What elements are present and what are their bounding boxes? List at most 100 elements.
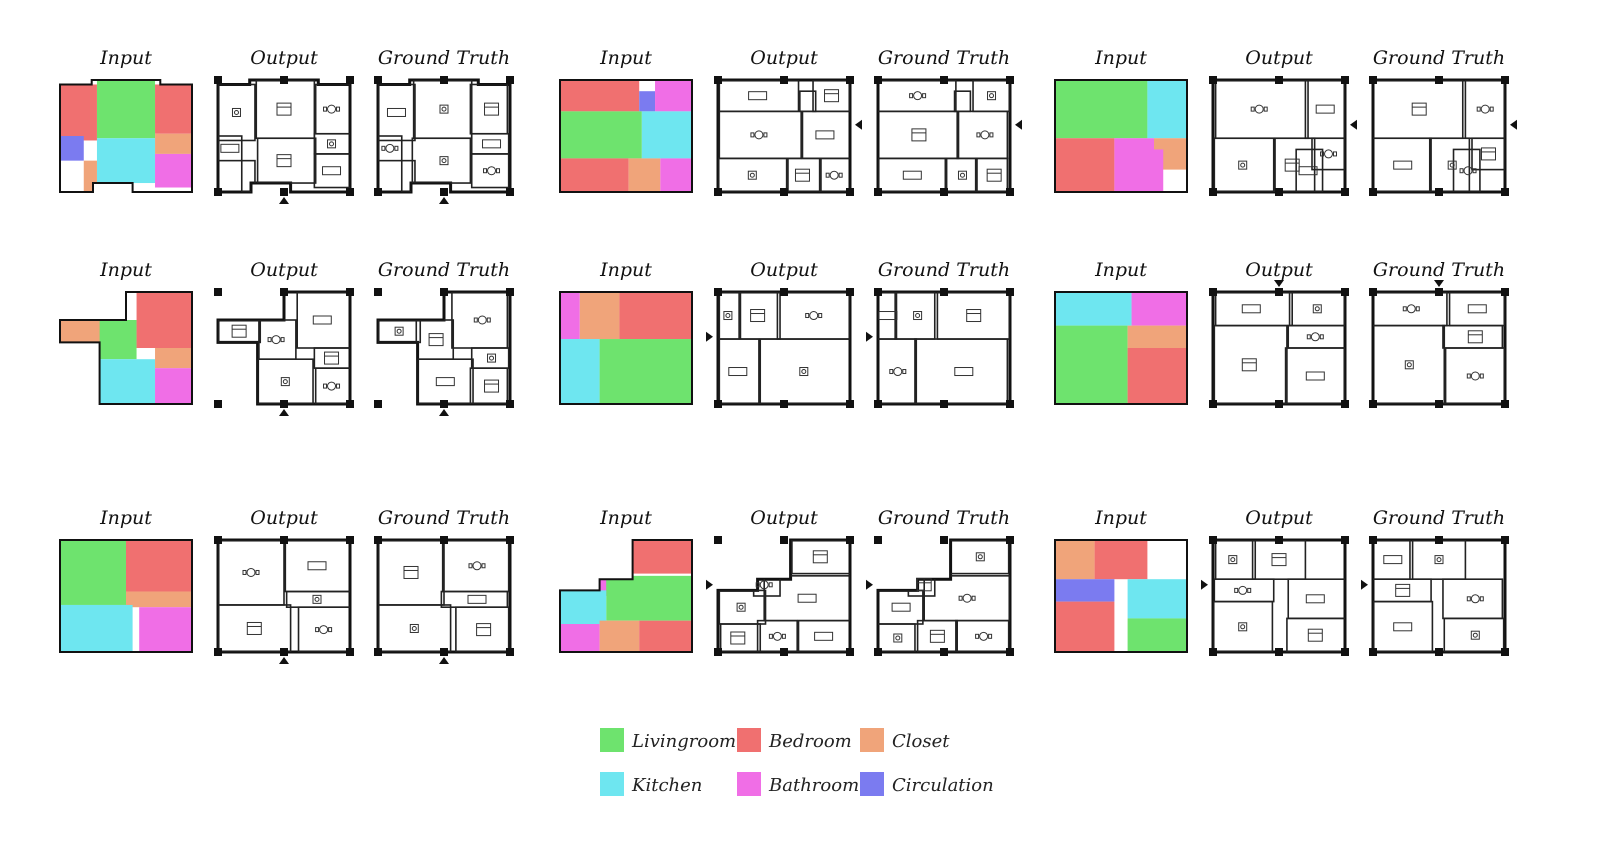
chair-icon (768, 582, 773, 588)
column (440, 536, 448, 544)
room-bedroom (1127, 348, 1187, 404)
column (1006, 648, 1014, 656)
column (780, 536, 788, 544)
columns (714, 76, 854, 196)
column (940, 536, 948, 544)
fixture-icon (1447, 160, 1457, 170)
room-bathroom (155, 368, 192, 404)
room-outline (1452, 148, 1481, 192)
room-outline (218, 604, 292, 652)
fixture-detail (1314, 306, 1320, 312)
room-outline (1373, 137, 1432, 192)
column (374, 400, 382, 408)
legend-item-circulation: Circulation (860, 772, 994, 796)
bed-icon (966, 309, 982, 323)
ground-truth-label: Ground Truth (1373, 259, 1505, 281)
table-icon (829, 170, 839, 180)
sofa-icon (1298, 166, 1318, 176)
interior-walls (878, 540, 1010, 652)
entrance-arrow (279, 409, 289, 416)
fixture-icon (799, 367, 809, 377)
room-outline (1311, 137, 1345, 171)
input-panel: Input (559, 47, 693, 193)
column (346, 76, 354, 84)
column (1435, 400, 1443, 408)
column (1209, 76, 1217, 84)
sofa-icon (1393, 160, 1413, 170)
chair-icon (381, 145, 386, 151)
bed-icon (1481, 147, 1496, 161)
room-livingroom (99, 320, 137, 360)
bed-icon (1241, 358, 1257, 372)
room-outline (470, 153, 510, 189)
fixture-icon (327, 139, 337, 149)
output-label: Output (250, 507, 318, 529)
column (1435, 288, 1443, 296)
column (1435, 536, 1443, 544)
bed-icon (1271, 553, 1287, 567)
column (1209, 536, 1217, 544)
column (280, 648, 288, 656)
bed-icon (986, 168, 1002, 182)
fixture-icon (1434, 555, 1444, 565)
sofa-icon (902, 170, 922, 180)
columns (874, 76, 1014, 196)
column (940, 648, 948, 656)
ground-truth-panel: Ground Truth (866, 259, 1014, 408)
room-closet (126, 591, 192, 608)
room-livingroom (60, 540, 126, 605)
room-livingroom (599, 339, 692, 404)
output-label: Output (250, 47, 318, 69)
columns (874, 536, 1014, 656)
sofa-icon (307, 561, 327, 571)
chair-icon (902, 369, 907, 375)
outer-wall (1054, 539, 1188, 653)
entrance-arrow (439, 657, 449, 664)
fixture-detail (1240, 624, 1246, 630)
column (846, 188, 854, 196)
room-outline (1213, 600, 1274, 652)
room-bedroom (136, 292, 192, 348)
fixture-icon (1312, 304, 1322, 314)
bed-icon (476, 623, 492, 637)
column (1341, 400, 1349, 408)
column (714, 536, 722, 544)
ground-truth-label: Ground Truth (378, 47, 510, 69)
column (1369, 188, 1377, 196)
room-segmentation (1055, 292, 1187, 404)
furniture (1393, 102, 1496, 176)
room-outline (791, 540, 850, 575)
chair-icon (763, 132, 768, 138)
room-outline (400, 159, 416, 192)
closet-swatch (860, 728, 884, 752)
room-circulation (1055, 579, 1115, 602)
bathroom-label: Bathroom (768, 775, 859, 796)
table-icon (477, 315, 487, 325)
room-kitchen (1055, 292, 1132, 326)
legend-item-bathroom: Bathroom (737, 772, 859, 796)
column (846, 76, 854, 84)
columns (714, 288, 854, 408)
columns (374, 536, 514, 656)
room-segmentation (60, 540, 192, 652)
fixture-detail (959, 172, 965, 178)
column (846, 536, 854, 544)
ground-truth-panel: Ground Truth (1369, 47, 1517, 196)
output-panel: Output (1209, 259, 1349, 408)
furniture (891, 552, 993, 643)
column (346, 288, 354, 296)
interior-walls (378, 80, 510, 192)
room-outline (1213, 137, 1275, 192)
interior-walls (878, 80, 1010, 192)
interior-walls (378, 292, 510, 404)
fixture-detail (989, 93, 995, 99)
entrance-arrow (1361, 579, 1368, 590)
ground-truth-panel: Ground Truth (866, 507, 1014, 656)
bedroom-swatch (737, 728, 761, 752)
furniture (1241, 304, 1325, 381)
column (1501, 288, 1509, 296)
room-bathroom (660, 158, 692, 192)
chair-icon (805, 313, 810, 319)
